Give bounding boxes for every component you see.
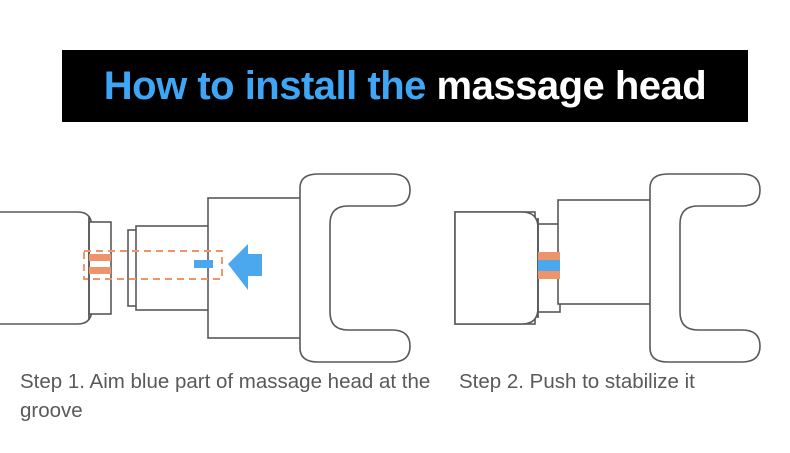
blue-tab-mark (194, 260, 213, 268)
orange-groove-lower-mark (89, 267, 111, 274)
page-title: How to install the massage head (103, 64, 707, 108)
caption-step1: Step 1. Aim blue part of massage head at… (20, 370, 431, 422)
diagram-step2 (450, 168, 790, 368)
title-banner: How to install the massage head (62, 50, 748, 122)
massage-head-fork-outline (299, 173, 411, 363)
blue-middle-mark (538, 260, 560, 271)
title-accent-text: How to install the (103, 64, 437, 108)
diagram-step1 (0, 168, 440, 368)
groove-highlight-dashed-rect (83, 250, 223, 280)
orange-groove-upper-mark (89, 254, 111, 261)
massage-head-shaft-outline (557, 199, 657, 305)
push-direction-arrow-icon (228, 244, 262, 290)
title-plain-text: massage head (436, 64, 707, 108)
orange-upper-mark (538, 252, 560, 260)
massage-head-fork-outline (649, 173, 761, 363)
device-body-outline (0, 211, 93, 325)
orange-lower-mark (538, 271, 560, 279)
device-body-rounded-edge (454, 211, 539, 325)
caption-step2: Step 2. Push to stabilize it (459, 370, 695, 393)
